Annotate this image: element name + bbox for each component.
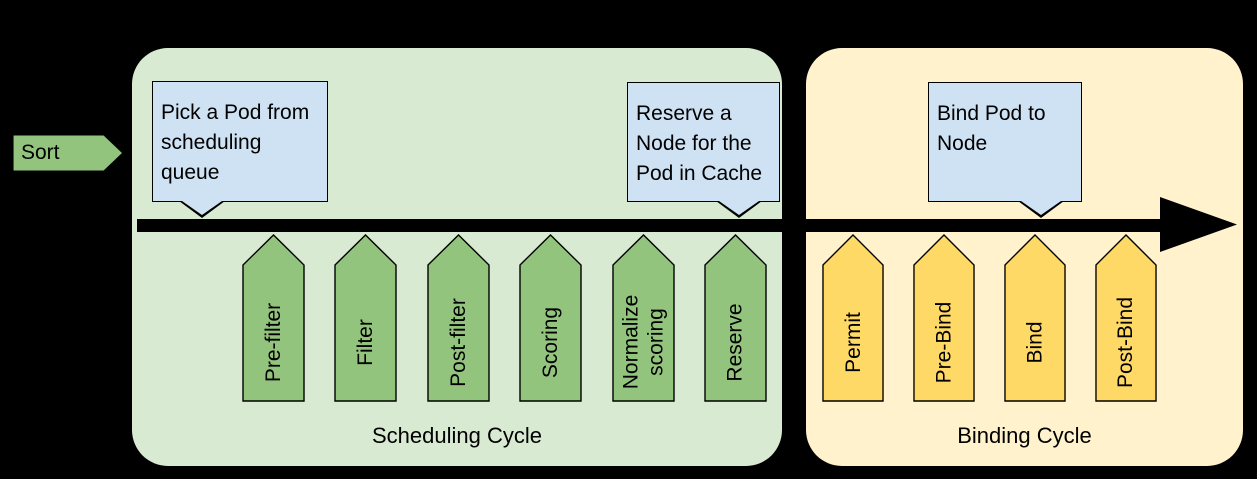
step-label: Pre-filter: [262, 302, 286, 382]
pentagon-shape-icon: [612, 234, 675, 402]
pentagon-shape-icon: [519, 234, 582, 402]
right-arrow-icon: [12, 134, 124, 172]
step-label: Normalize scoring: [619, 294, 668, 390]
step-label: Bind: [1023, 320, 1047, 364]
step-filter: Filter: [334, 234, 397, 402]
scheduling-cycle-title: Scheduling Cycle: [372, 423, 542, 448]
step-post-bind: Post-Bind: [1095, 234, 1157, 402]
step-label: Permit: [841, 311, 865, 373]
callout-text: Bind Pod to Node: [937, 102, 1046, 155]
callout-pick-pod: Pick a Pod from scheduling queue: [152, 81, 328, 218]
pentagon-shape-icon: [1095, 234, 1157, 402]
pentagon-shape-icon: [242, 234, 305, 402]
step-label: Post-Bind: [1114, 296, 1138, 388]
pentagon-shape-icon: [822, 234, 884, 402]
step-label: Filter: [353, 318, 377, 366]
step-permit: Permit: [822, 234, 884, 402]
callout-text: Reserve a Node for the Pod in Cache: [636, 102, 763, 185]
pentagon-shape-icon: [913, 234, 975, 402]
step-pre-bind: Pre-Bind: [913, 234, 975, 402]
step-post-filter: Post-filter: [427, 234, 490, 402]
step-scoring: Scoring: [519, 234, 582, 402]
sort-label: Sort: [21, 141, 60, 164]
binding-cycle-title: Binding Cycle: [957, 423, 1092, 448]
step-label: Post-filter: [447, 297, 470, 387]
pentagon-shape-icon: [334, 234, 397, 402]
pentagon-shape-icon: [704, 234, 767, 402]
step-label: Reserve: [724, 302, 748, 382]
timeline-arrow-icon: [137, 197, 1237, 252]
sort-step-arrow: Sort: [12, 134, 124, 172]
callout-bind-pod: Bind Pod to Node: [928, 82, 1082, 218]
step-label: Scoring: [539, 306, 563, 378]
callout-reserve-node: Reserve a Node for the Pod in Cache: [627, 82, 780, 218]
step-normalize-scoring: Normalize scoring: [612, 234, 675, 402]
step-pre-filter: Pre-filter: [242, 234, 305, 402]
step-reserve: Reserve: [704, 234, 767, 402]
step-label: Pre-Bind: [932, 301, 956, 383]
callout-text: Pick a Pod from scheduling queue: [161, 101, 310, 184]
step-bind: Bind: [1004, 234, 1066, 402]
pentagon-shape-icon: [427, 234, 490, 402]
pentagon-shape-icon: [1004, 234, 1066, 402]
